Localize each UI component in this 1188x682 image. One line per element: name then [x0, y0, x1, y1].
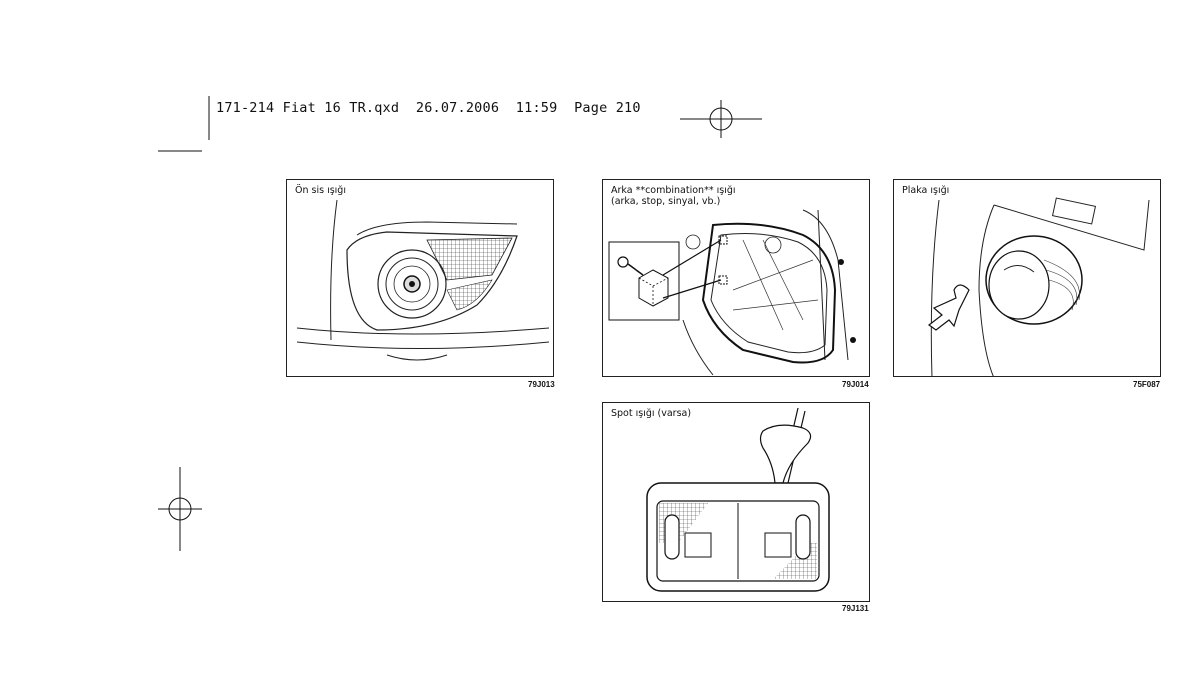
figure-code: 75F087: [1133, 380, 1161, 389]
slug-line: 171-214 Fiat 16 TR.qxd 26.07.2006 11:59 …: [216, 100, 641, 116]
spot-light-illustration: [646, 407, 830, 592]
registration-target-top: [680, 100, 762, 138]
figure-rear-combination-light: Arka **combination** ışığı (arka, stop, …: [602, 179, 870, 377]
figure-title: Ön sis ışığı: [295, 185, 346, 196]
plate-light-illustration: [927, 197, 1150, 376]
figure-title: Arka **combination** ışığı: [611, 185, 736, 196]
figure-plate-light: Plaka ışığı: [893, 179, 1161, 377]
arrow-icon: [927, 284, 970, 331]
figure-code: 79J131: [842, 604, 869, 613]
figure-code: 79J014: [842, 380, 869, 389]
figure-spot-light: Spot ışığı (varsa): [602, 402, 870, 602]
figure-title: Plaka ışığı: [902, 185, 950, 196]
figure-title: Spot ışığı (varsa): [611, 408, 692, 419]
figure-title-block: Arka **combination** ışığı (arka, stop, …: [611, 185, 736, 207]
figure-subtitle: (arka, stop, sinyal, vb.): [611, 196, 721, 207]
rear-light-illustration: [608, 209, 856, 376]
figure-fog-light: Ön sis ışığı: [286, 179, 554, 377]
figure-code: 79J013: [528, 380, 555, 389]
registration-target-left: [158, 467, 202, 551]
fog-light-illustration: [296, 199, 550, 361]
